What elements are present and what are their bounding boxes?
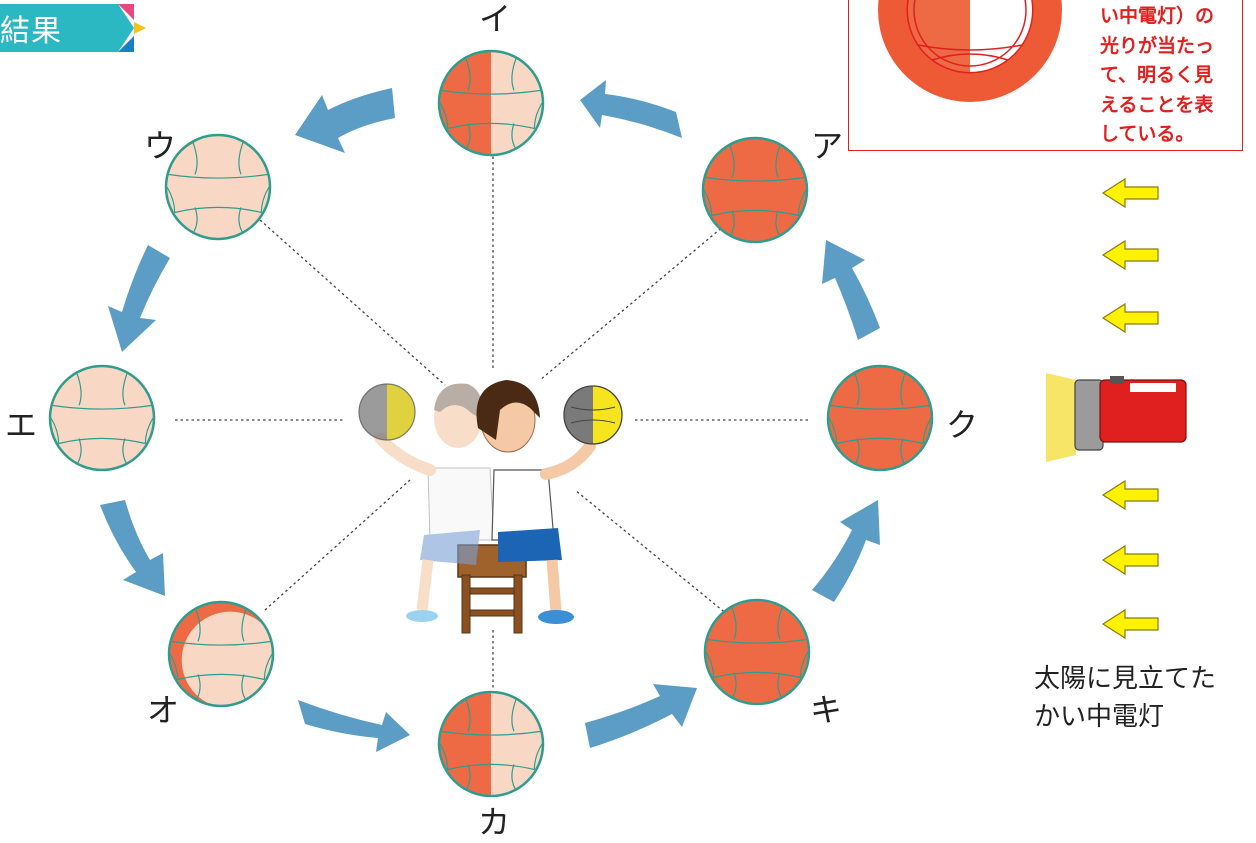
orbit-arrow-e-o xyxy=(100,500,165,596)
orbit-arrow-ku-a xyxy=(822,240,880,340)
orbit-arrow-a-i xyxy=(580,80,682,138)
ball-positions xyxy=(48,49,934,798)
ball-position-4 xyxy=(48,364,156,472)
held-ball-left xyxy=(358,383,416,441)
chair-rail xyxy=(469,587,515,595)
child-right xyxy=(476,380,596,624)
position-label-ku: ク xyxy=(946,406,979,444)
ball-position-2 xyxy=(437,49,545,157)
light-ray-arrow xyxy=(1101,544,1159,576)
result-badge xyxy=(0,4,146,52)
ball-position-1 xyxy=(701,136,809,244)
ball-position-7 xyxy=(703,598,811,706)
orbit-arrow-o-ka xyxy=(298,700,410,752)
chair-rail xyxy=(469,609,515,617)
position-label-i: イ xyxy=(479,0,512,38)
legend-line: い中電灯）の xyxy=(1100,5,1215,27)
ball-position-8 xyxy=(826,364,934,472)
light-ray-arrow xyxy=(1101,177,1159,209)
orbit-arrows xyxy=(100,80,880,752)
light-rays xyxy=(1101,177,1159,640)
orbit-arrow-ka-ki xyxy=(585,684,697,748)
position-label-u: ウ xyxy=(144,127,177,165)
light-ray-arrow xyxy=(1101,302,1159,334)
position-label-ki: キ xyxy=(810,691,843,729)
ball-position-5 xyxy=(167,600,275,708)
sight-line xyxy=(259,219,446,386)
light-ray-arrow xyxy=(1101,479,1159,511)
result-title: 結果 xyxy=(0,14,62,49)
chair-leg xyxy=(513,574,523,634)
legend-line: 光りが当たっ xyxy=(1100,34,1215,57)
caption-line: かい中電灯 xyxy=(1034,702,1165,732)
ball-position-6 xyxy=(437,690,545,798)
position-label-o: オ xyxy=(147,691,180,729)
sight-line xyxy=(574,489,729,616)
flashlight-caption: 太陽に見立てた かい中電灯 xyxy=(1034,660,1216,736)
child-left xyxy=(374,383,495,622)
legend-line: て、明るく見 xyxy=(1100,64,1214,86)
orbit-arrow-ki-ku xyxy=(812,500,880,602)
children-illustration xyxy=(358,380,623,634)
legend-text: い中電灯）の 光りが当たっ て、明るく見 えることを表 している。 xyxy=(1100,2,1240,150)
orbit-arrow-i-u xyxy=(295,88,395,153)
orbit-arrow-u-e xyxy=(108,245,170,352)
flashlight-icon xyxy=(1046,373,1187,462)
chair-leg xyxy=(461,574,471,634)
legend-ball-icon xyxy=(878,0,1062,102)
position-label-e: エ xyxy=(5,406,38,444)
light-ray-arrow xyxy=(1101,239,1159,271)
sight-lines xyxy=(175,140,810,690)
position-label-a: ア xyxy=(811,127,844,165)
caption-line: 太陽に見立てた xyxy=(1034,664,1217,694)
position-label-ka: カ xyxy=(478,803,511,841)
sight-line xyxy=(539,224,726,381)
light-ray-arrow xyxy=(1101,608,1159,640)
sight-line xyxy=(264,479,411,611)
held-ball-right xyxy=(563,385,623,445)
legend-line: えることを表 xyxy=(1100,93,1214,116)
ball-position-3 xyxy=(164,133,272,241)
legend-line: している。 xyxy=(1100,123,1195,145)
